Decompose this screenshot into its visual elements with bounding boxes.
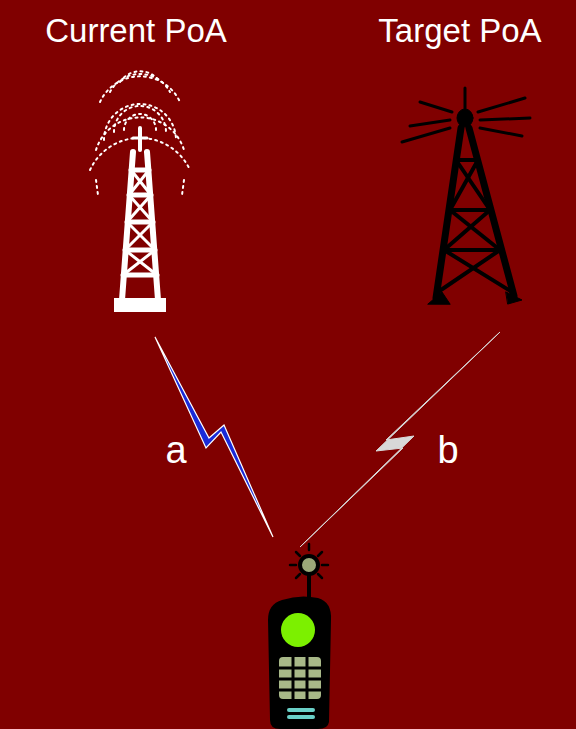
target-tower xyxy=(402,88,530,304)
link-label: b xyxy=(437,431,458,469)
link-label: a xyxy=(165,431,186,469)
current-tower xyxy=(90,71,190,312)
mobile-phone xyxy=(268,544,331,729)
tower-title: Current PoA xyxy=(45,14,227,47)
tower-title: Target PoA xyxy=(378,14,541,47)
link-b-bolt xyxy=(300,332,500,547)
link-a-bolt xyxy=(155,337,273,537)
